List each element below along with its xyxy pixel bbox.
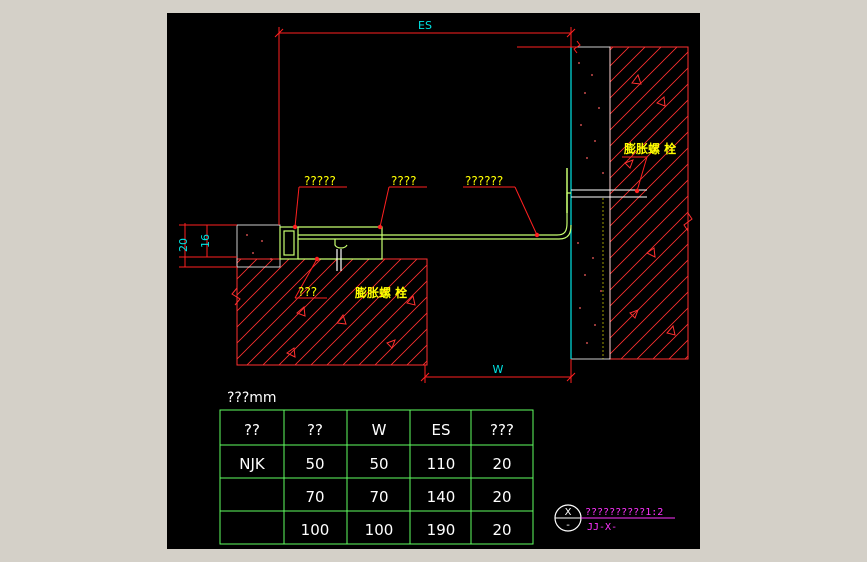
detail-marker-dash: - xyxy=(566,520,570,531)
dim-16-label: 16 xyxy=(199,234,212,248)
detail-marker-ref: JJ-X- xyxy=(587,522,617,533)
callout-base: ??? xyxy=(298,285,317,299)
table-cell: 140 xyxy=(427,488,456,506)
leaders xyxy=(294,156,648,299)
dim-es-label: ES xyxy=(418,19,432,32)
detail-marker-symbol: X xyxy=(565,507,572,518)
dim-w-label: W xyxy=(493,363,504,376)
right-expansion-bolt xyxy=(566,168,647,213)
table-cell: 70 xyxy=(305,488,324,506)
detail-marker: X - ??????????1:2 JJ-X- xyxy=(554,504,675,533)
left-slab xyxy=(231,258,428,366)
right-wall xyxy=(609,46,693,360)
bolt-label-right: 膨胀螺 栓 xyxy=(623,141,676,156)
callout-profile: ????? xyxy=(304,174,336,188)
table-cell: 100 xyxy=(365,521,394,539)
table-cell: 190 xyxy=(427,521,456,539)
table-cell: 100 xyxy=(301,521,330,539)
callout-plate: ?????? xyxy=(465,174,503,188)
table-cell: NJK xyxy=(239,455,266,473)
right-infill xyxy=(570,46,611,360)
spec-table-grid xyxy=(219,409,534,545)
detail-marker-title: ??????????1:2 xyxy=(585,507,663,518)
leader-dots xyxy=(292,188,640,262)
spec-table-row: NJK 50 50 110 20 xyxy=(239,455,511,473)
spec-table-header: ?? ?? W ES ??? xyxy=(244,421,514,439)
table-cell: 70 xyxy=(369,488,388,506)
joint-profile xyxy=(279,192,572,271)
callout-cover: ???? xyxy=(391,174,416,188)
spec-table-row: 100 100 190 20 xyxy=(301,521,512,539)
table-cell: 110 xyxy=(427,455,456,473)
header-cell: W xyxy=(372,421,387,439)
spec-table-row: 70 70 140 20 xyxy=(305,488,511,506)
header-cell: ??? xyxy=(490,421,514,439)
header-cell: ?? xyxy=(307,421,323,439)
table-cell: 20 xyxy=(492,521,511,539)
units-note: ???mm xyxy=(227,390,277,406)
dimensions xyxy=(179,27,581,383)
expansion-joint-drawing: ES W 20 16 ????? ???? ?????? ??? 膨胀螺 栓 膨… xyxy=(177,19,693,545)
table-cell: 20 xyxy=(492,488,511,506)
table-cell: 50 xyxy=(369,455,388,473)
header-cell: ?? xyxy=(244,421,260,439)
header-cell: ES xyxy=(432,421,451,439)
dim-20-label: 20 xyxy=(177,238,190,252)
table-cell: 50 xyxy=(305,455,324,473)
table-cell: 20 xyxy=(492,455,511,473)
cad-viewport[interactable]: ES W 20 16 ????? ???? ?????? ??? 膨胀螺 栓 膨… xyxy=(167,13,700,549)
bolt-label-bottom: 膨胀螺 栓 xyxy=(354,285,407,300)
